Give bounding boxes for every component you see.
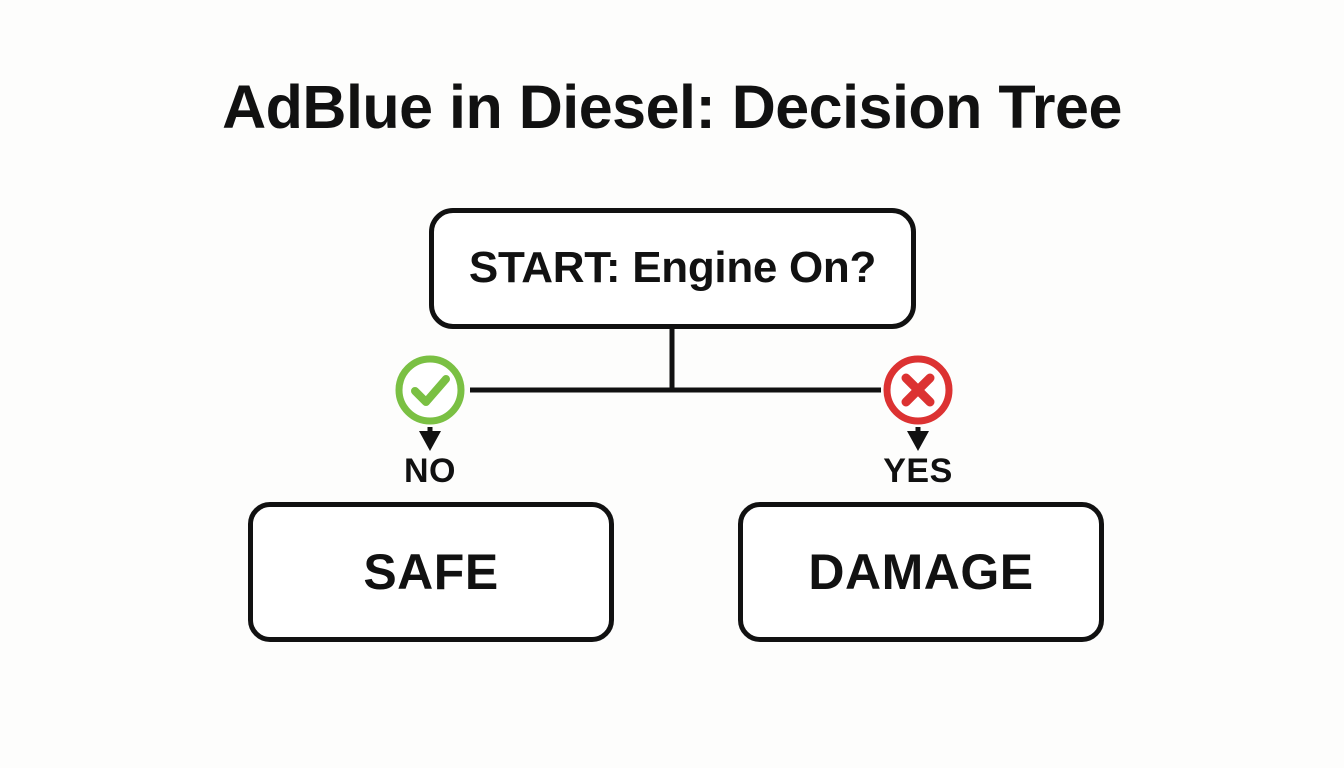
check-circle-icon (395, 355, 465, 425)
branch-label-right: YES (883, 452, 953, 490)
decision-node-start[interactable]: START: Engine On? (429, 208, 916, 329)
decision-node-start-label: START: Engine On? (468, 243, 877, 293)
outcome-node-damage-label: DAMAGE (808, 543, 1034, 600)
page-title: AdBlue in Diesel: Decision Tree (222, 73, 1122, 141)
x-circle-icon (883, 355, 953, 425)
outcome-node-safe-label: SAFE (363, 543, 499, 600)
outcome-node-safe[interactable]: SAFE (248, 502, 614, 642)
branch-label-left: NO (404, 452, 456, 490)
outcome-node-damage[interactable]: DAMAGE (738, 502, 1104, 642)
